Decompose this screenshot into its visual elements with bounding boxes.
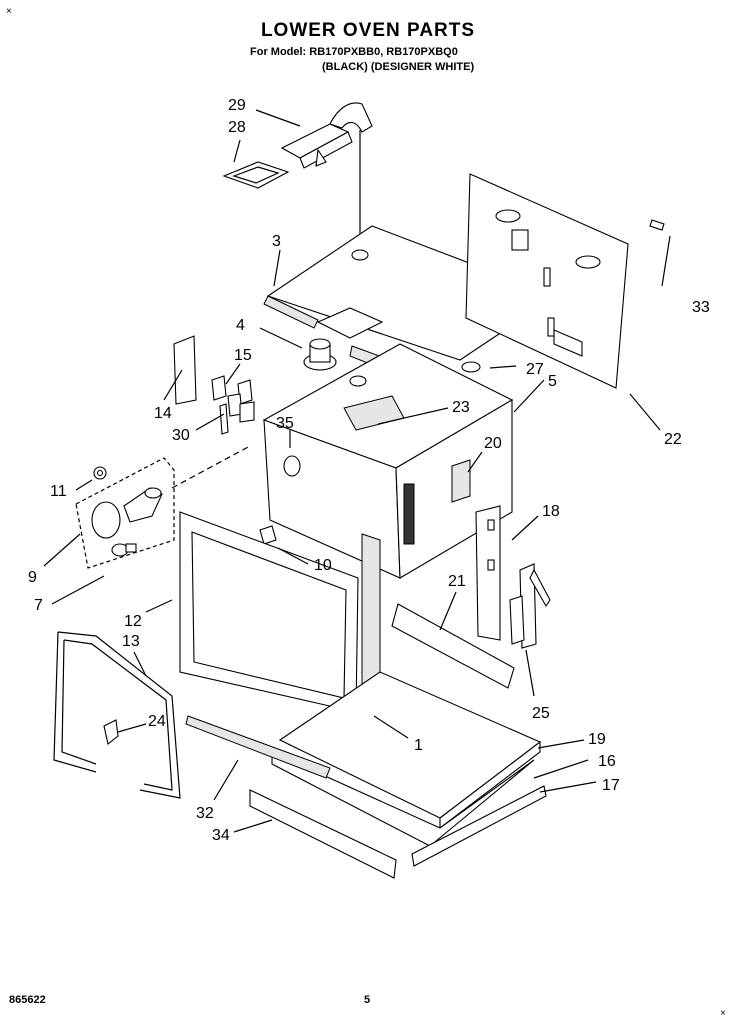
callout-16: 16 — [598, 753, 616, 770]
callout-35: 35 — [276, 415, 294, 432]
callout-10: 10 — [314, 557, 332, 574]
document-number: 865622 — [9, 994, 46, 1006]
callout-11: 11 — [50, 483, 67, 500]
page-number: 5 — [364, 994, 371, 1006]
callout-7: 7 — [34, 597, 43, 614]
corner-mark: × — [720, 1008, 726, 1019]
page-title: LOWER OVEN PARTS — [260, 20, 476, 41]
callout-1: 1 — [414, 737, 423, 754]
model-line: For Model: RB170PXBB0, RB170PXBQ0 — [250, 46, 458, 58]
oven-bottom-part — [271, 671, 542, 847]
callout-9: 9 — [28, 569, 37, 586]
door-hinge-part — [509, 563, 551, 649]
callout-3: 3 — [272, 233, 281, 250]
callout-30: 30 — [172, 427, 190, 444]
callout-25: 25 — [532, 705, 550, 722]
vent-plate-part — [222, 161, 290, 189]
vent-duct-part — [280, 102, 373, 169]
callout-22: 22 — [664, 431, 682, 448]
corner-mark: × — [6, 6, 12, 17]
callout-19: 19 — [588, 731, 606, 748]
light-assembly-part — [75, 457, 175, 569]
callout-28: 28 — [228, 119, 246, 136]
gasket-clip-part — [103, 719, 119, 745]
callout-18: 18 — [542, 503, 560, 520]
oven-liner-part — [262, 343, 514, 579]
latch-part — [259, 525, 277, 545]
support-rail-part — [391, 603, 515, 689]
callout-labels: 29 28 3 4 15 14 30 35 23 27 5 20 18 21 2… — [28, 97, 710, 844]
rear-panel-part — [465, 173, 629, 389]
callout-32: 32 — [196, 805, 214, 822]
callout-14: 14 — [154, 405, 172, 422]
door-stop-part — [185, 715, 331, 779]
hinge-bracket-part — [475, 505, 501, 641]
plug-part — [461, 361, 481, 373]
sensor-part — [303, 338, 337, 371]
callout-5: 5 — [548, 373, 557, 390]
screw-part — [649, 219, 665, 231]
callout-15: 15 — [234, 347, 252, 364]
callout-27: 27 — [526, 361, 544, 378]
callout-12: 12 — [124, 613, 142, 630]
callout-17: 17 — [602, 777, 620, 794]
callout-20: 20 — [484, 435, 502, 452]
callout-29: 29 — [228, 97, 246, 114]
door-gasket-part — [53, 631, 181, 799]
callout-23: 23 — [452, 399, 470, 416]
bottom-trim-part — [411, 785, 547, 867]
callout-4: 4 — [236, 317, 245, 334]
leader-lines — [43, 109, 671, 833]
callout-24: 24 — [148, 713, 166, 730]
callout-21: 21 — [448, 573, 466, 590]
callout-34: 34 — [212, 827, 230, 844]
kick-plate-part — [249, 789, 397, 879]
callout-13: 13 — [122, 633, 140, 650]
bracket-part — [173, 335, 255, 435]
callout-33: 33 — [692, 299, 710, 316]
finish-line: (BLACK) (DESIGNER WHITE) — [322, 61, 475, 73]
